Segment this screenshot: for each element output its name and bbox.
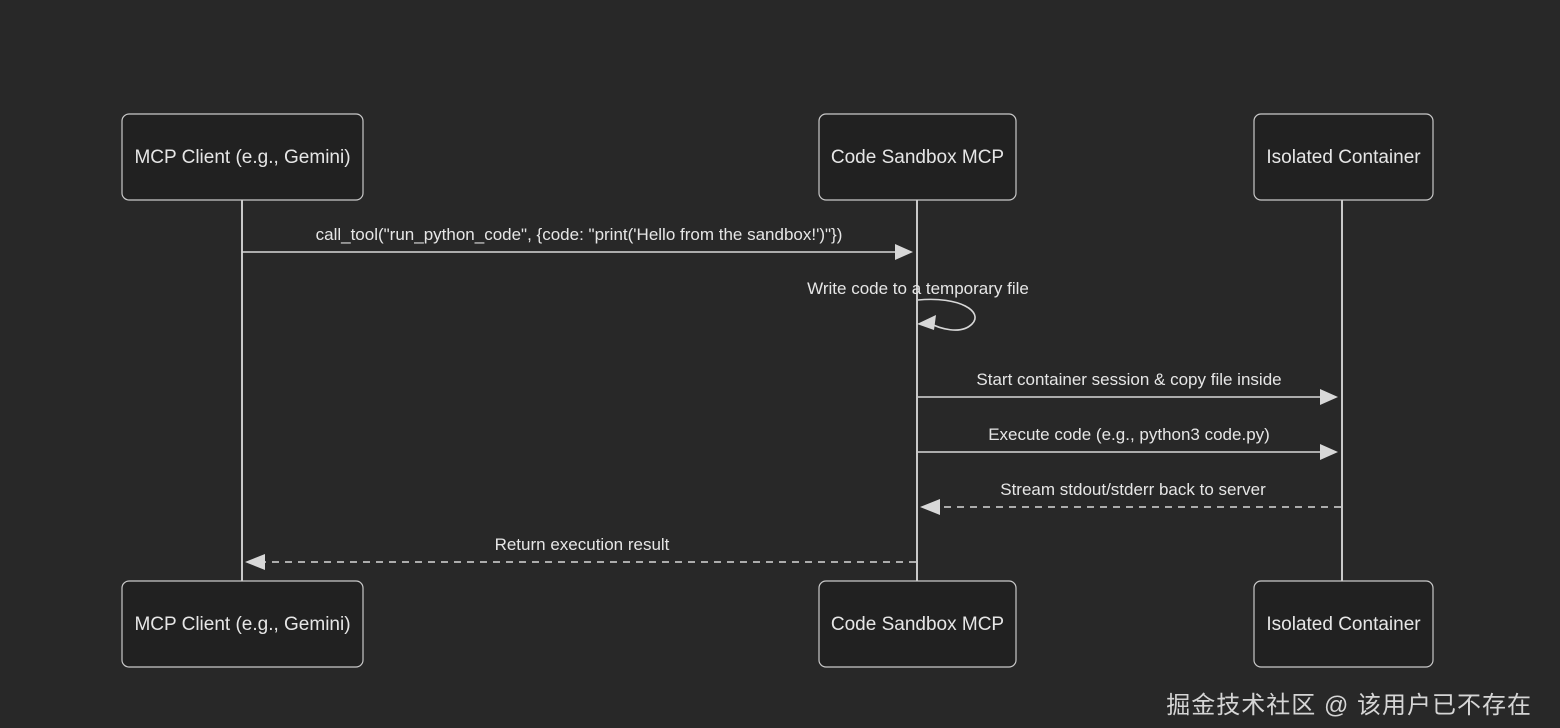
message-label: call_tool("run_python_code", {code: "pri… — [316, 225, 843, 244]
arrowhead-right — [895, 244, 913, 260]
message-write-temp-file[interactable]: Write code to a temporary file — [807, 279, 1029, 331]
participants-bottom: MCP Client (e.g., Gemini) Code Sandbox M… — [121, 580, 1434, 668]
message-label: Stream stdout/stderr back to server — [1000, 480, 1266, 499]
message-label: Write code to a temporary file — [807, 279, 1029, 298]
arrowhead-left — [245, 554, 265, 570]
participant-server-top[interactable]: Code Sandbox MCP — [818, 113, 1017, 201]
participant-box — [1253, 113, 1434, 201]
participant-container-top[interactable]: Isolated Container — [1253, 113, 1434, 201]
participant-container-bottom[interactable]: Isolated Container — [1253, 580, 1434, 668]
arrowhead-right — [1320, 389, 1338, 405]
arrowhead-right — [1320, 444, 1338, 460]
message-stream-output[interactable]: Stream stdout/stderr back to server — [920, 480, 1341, 515]
participant-label: MCP Client (e.g., Gemini) — [134, 147, 350, 168]
arrowhead-left — [917, 315, 936, 330]
participant-box — [818, 113, 1017, 201]
participant-box — [1253, 580, 1434, 668]
self-loop-arc — [917, 298, 976, 331]
participants-top: MCP Client (e.g., Gemini) Code Sandbox M… — [121, 113, 1434, 201]
message-return-result[interactable]: Return execution result — [245, 535, 916, 570]
message-label: Start container session & copy file insi… — [976, 370, 1281, 389]
participant-client-top[interactable]: MCP Client (e.g., Gemini) — [121, 113, 364, 201]
message-execute-code[interactable]: Execute code (e.g., python3 code.py) — [918, 425, 1338, 460]
participant-client-bottom[interactable]: MCP Client (e.g., Gemini) — [121, 580, 364, 668]
message-call-tool[interactable]: call_tool("run_python_code", {code: "pri… — [242, 225, 913, 260]
participant-label: MCP Client (e.g., Gemini) — [134, 614, 350, 635]
arrowhead-left — [920, 499, 940, 515]
message-start-container[interactable]: Start container session & copy file insi… — [918, 370, 1338, 405]
participant-box — [121, 580, 364, 668]
participant-label: Isolated Container — [1266, 147, 1421, 168]
participant-server-bottom[interactable]: Code Sandbox MCP — [818, 580, 1017, 668]
message-label: Execute code (e.g., python3 code.py) — [988, 425, 1270, 444]
participant-box — [818, 580, 1017, 668]
message-label: Return execution result — [495, 535, 670, 554]
participant-label: Code Sandbox MCP — [831, 147, 1004, 168]
lifelines — [241, 196, 1343, 586]
participant-label: Code Sandbox MCP — [831, 614, 1004, 635]
participant-box — [121, 113, 364, 201]
participant-label: Isolated Container — [1266, 614, 1421, 635]
watermark-text: 掘金技术社区 @ 该用户已不存在 — [1166, 692, 1532, 719]
